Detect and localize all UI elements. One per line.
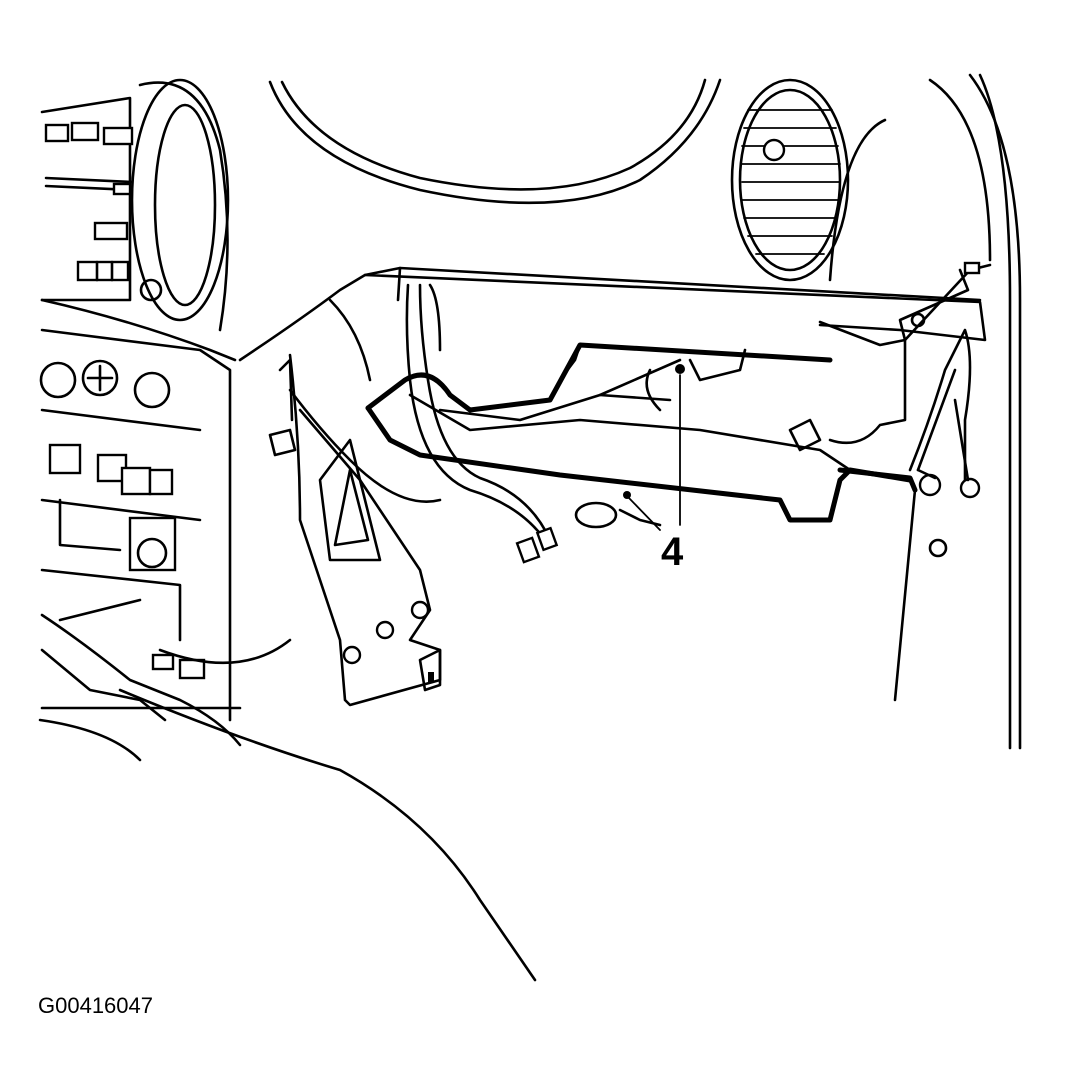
seat-outline [38, 688, 537, 982]
callout-4-leader [623, 364, 685, 531]
figure-id: G00416047 [38, 993, 153, 1018]
dash-top-panel [238, 73, 1022, 750]
cable-loop [288, 283, 672, 564]
ground-wires [893, 328, 981, 702]
air-vent [730, 78, 850, 282]
lower-dash-rail [363, 261, 992, 445]
instrument-cluster [40, 78, 237, 362]
wiring-harness [365, 342, 918, 523]
callout-label-4: 4 [661, 530, 684, 574]
center-console [39, 328, 292, 747]
mounting-bracket [268, 353, 442, 707]
